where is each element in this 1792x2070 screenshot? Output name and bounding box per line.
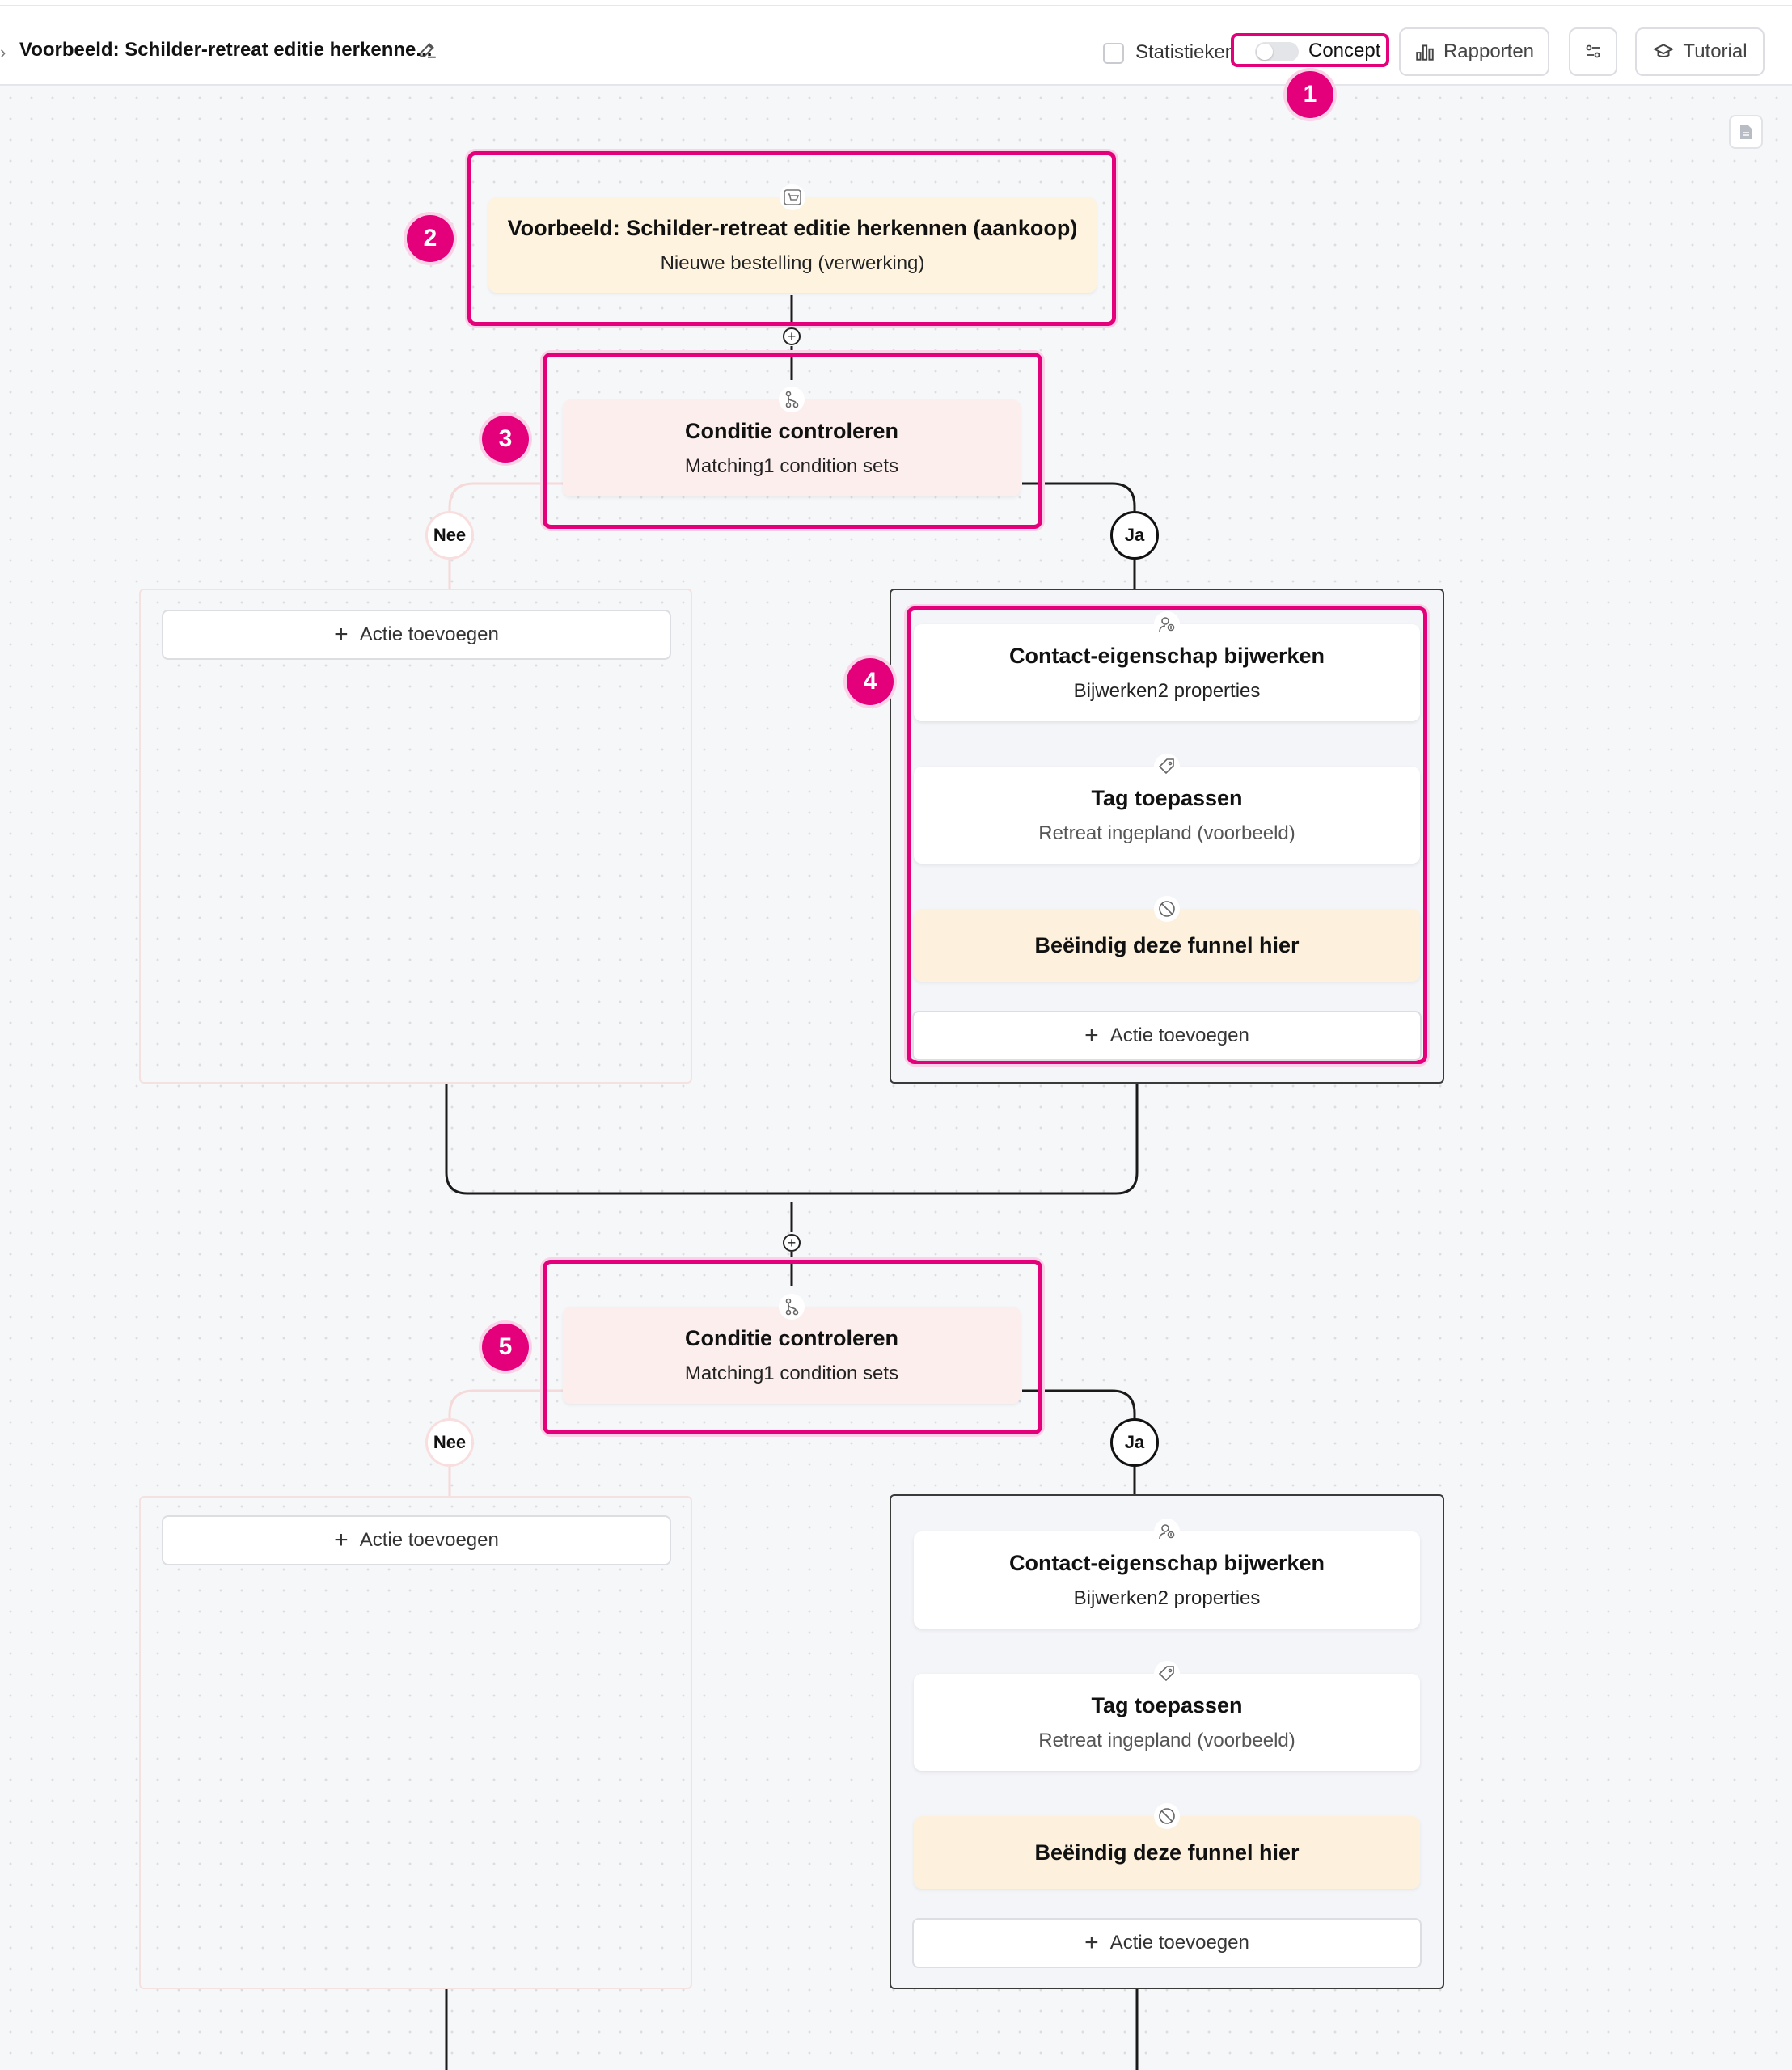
highlight-yes-branch-1 xyxy=(907,606,1427,1064)
editor-header: › Voorbeeld: Schilder-retreat editie her… xyxy=(0,6,1792,86)
plus-icon: + xyxy=(1084,1929,1099,1956)
annotation-badge-2: 2 xyxy=(407,215,454,262)
annotation-badge-3: 3 xyxy=(482,416,529,463)
add-step-plus-2[interactable]: + xyxy=(783,1234,801,1252)
cart-icon xyxy=(780,184,805,210)
contact-icon xyxy=(1154,611,1180,637)
trigger-title: Voorbeeld: Schilder-retreat editie herke… xyxy=(507,215,1078,240)
highlight-condition-2 xyxy=(543,1260,1042,1434)
action-subtitle: Bijwerken2 properties xyxy=(1073,679,1261,702)
add-action-label: Actie toevoegen xyxy=(1109,1932,1249,1954)
tag-icon xyxy=(1154,754,1180,779)
highlight-trigger xyxy=(467,151,1116,326)
action-subtitle: Bijwerken2 properties xyxy=(1073,1586,1261,1609)
add-action-label: Actie toevoegen xyxy=(1109,1024,1249,1046)
action-title: Contact-eigenschap bijwerken xyxy=(1008,643,1325,668)
action-title: Contact-eigenschap bijwerken xyxy=(1008,1550,1325,1575)
end-funnel-title: Beëindig deze funnel hier xyxy=(1034,1840,1300,1865)
tutorial-label: Tutorial xyxy=(1683,40,1748,62)
condition-2-title: Conditie controleren xyxy=(684,1325,898,1350)
action-subtitle: Retreat ingepland (voorbeeld) xyxy=(1038,822,1295,844)
stop-icon xyxy=(1154,896,1180,922)
branch-icon xyxy=(779,1294,805,1320)
highlight-condition-1 xyxy=(543,353,1042,529)
no-branch-container-2 xyxy=(139,1496,692,1989)
toggle-knob xyxy=(1257,44,1273,60)
yes-branch-label-2: Ja xyxy=(1110,1418,1159,1467)
end-funnel-card-2[interactable]: Beëindig deze funnel hier xyxy=(914,1803,1420,1889)
tag-icon xyxy=(1154,1661,1180,1687)
annotation-badge-5: 5 xyxy=(482,1324,529,1371)
condition-2-subtitle: Matching1 condition sets xyxy=(684,1362,899,1384)
status-toggle[interactable] xyxy=(1255,42,1299,61)
document-icon xyxy=(1740,125,1752,139)
condition-1-subtitle: Matching1 condition sets xyxy=(684,454,899,477)
no-branch-label-2: Nee xyxy=(425,1418,474,1467)
statistics-label: Statistieken xyxy=(1135,41,1236,63)
plus-icon: + xyxy=(334,621,349,648)
action-card-contact-2[interactable]: Contact-eigenschap bijwerken Bijwerken2 … xyxy=(914,1519,1420,1629)
graduation-cap-icon xyxy=(1653,44,1675,57)
sliders-icon xyxy=(1586,44,1600,58)
add-action-label: Actie toevoegen xyxy=(359,623,499,645)
add-action-label: Actie toevoegen xyxy=(359,1529,499,1551)
condition-card-1[interactable]: Conditie controleren Matching1 condition… xyxy=(563,387,1021,496)
trigger-card[interactable]: Voorbeeld: Schilder-retreat editie herke… xyxy=(488,184,1097,293)
trigger-subtitle: Nieuwe bestelling (verwerking) xyxy=(660,251,925,274)
end-funnel-title: Beëindig deze funnel hier xyxy=(1034,932,1300,957)
action-card-contact-1[interactable]: Contact-eigenschap bijwerken Bijwerken2 … xyxy=(914,611,1420,721)
stop-icon xyxy=(1154,1803,1180,1829)
add-step-plus-1[interactable]: + xyxy=(783,327,801,345)
reports-button[interactable]: Rapporten xyxy=(1399,27,1549,76)
no-branch-2-add-action-button[interactable]: + Actie toevoegen xyxy=(162,1515,671,1565)
annotation-badge-4: 4 xyxy=(847,658,894,705)
yes-branch-2-add-action-button[interactable]: + Actie toevoegen xyxy=(912,1918,1422,1968)
reports-label: Rapporten xyxy=(1443,40,1535,62)
no-branch-1-add-action-button[interactable]: + Actie toevoegen xyxy=(162,610,671,660)
action-card-tag-2[interactable]: Tag toepassen Retreat ingepland (voorbee… xyxy=(914,1661,1420,1771)
condition-card-2[interactable]: Conditie controleren Matching1 condition… xyxy=(563,1294,1021,1404)
status-label: Concept xyxy=(1308,40,1381,61)
action-title: Tag toepassen xyxy=(1091,1692,1243,1717)
action-subtitle: Retreat ingepland (voorbeeld) xyxy=(1038,1729,1295,1751)
tutorial-button[interactable]: Tutorial xyxy=(1635,27,1765,76)
no-branch-label-1: Nee xyxy=(425,511,474,560)
notes-button[interactable] xyxy=(1729,115,1763,149)
action-title: Tag toepassen xyxy=(1091,785,1243,810)
settings-button[interactable] xyxy=(1569,27,1617,76)
edit-pencil-icon[interactable] xyxy=(417,39,438,60)
plus-icon: + xyxy=(334,1527,349,1553)
condition-1-title: Conditie controleren xyxy=(684,418,898,443)
action-card-tag-1[interactable]: Tag toepassen Retreat ingepland (voorbee… xyxy=(914,754,1420,864)
funnel-title: Voorbeeld: Schilder-retreat editie herke… xyxy=(19,39,433,61)
back-chevron-icon[interactable]: › xyxy=(0,42,6,62)
annotation-badge-1: 1 xyxy=(1287,71,1333,118)
window-top-edge xyxy=(0,0,1792,6)
bar-chart-icon xyxy=(1416,44,1434,61)
no-branch-container-1 xyxy=(139,589,692,1084)
contact-icon xyxy=(1154,1519,1180,1544)
yes-branch-1-add-action-button[interactable]: + Actie toevoegen xyxy=(912,1011,1422,1061)
plus-icon: + xyxy=(1084,1022,1099,1049)
yes-branch-label-1: Ja xyxy=(1110,511,1159,560)
branch-icon xyxy=(779,387,805,412)
statistics-checkbox[interactable] xyxy=(1103,43,1124,64)
end-funnel-card-1[interactable]: Beëindig deze funnel hier xyxy=(914,896,1420,982)
